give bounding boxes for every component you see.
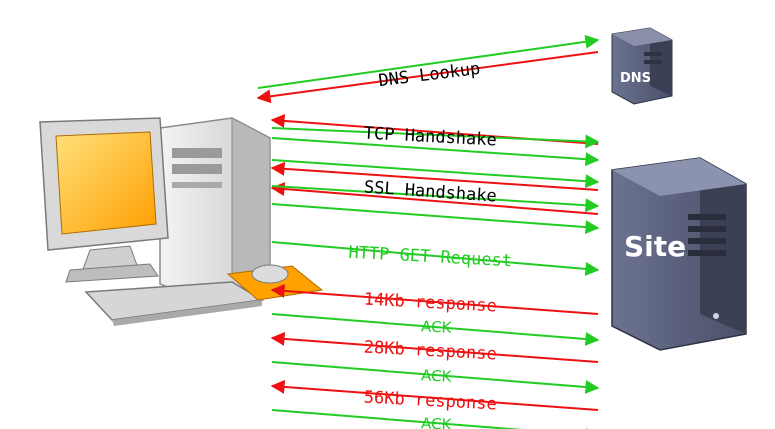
- dns-server-icon: DNS: [611, 27, 673, 105]
- step-ack-3: ACK: [271, 409, 600, 429]
- label-http-get: HTTP GET Request: [348, 243, 513, 272]
- label-response-28kb: 28Kb response: [363, 338, 497, 365]
- label-response-56kb: 56Kb response: [363, 388, 497, 415]
- step-dns-lookup: DNS Lookup: [256, 34, 600, 104]
- label-ack-3: ACK: [421, 414, 453, 429]
- desktop-computer-icon: [39, 117, 324, 326]
- label-response-14kb: 14Kb response: [363, 290, 497, 317]
- step-ssl-handshake: SSL Handshake: [270, 159, 600, 235]
- step-response-14kb: 14Kb response: [270, 283, 599, 317]
- label-ack-2: ACK: [421, 366, 453, 386]
- site-server-icon: Site: [611, 157, 747, 351]
- site-server-label: Site: [624, 230, 686, 263]
- step-ack-1: ACK: [271, 313, 600, 346]
- label-ack-1: ACK: [421, 317, 453, 337]
- step-http-get: HTTP GET Request: [271, 241, 600, 276]
- step-ack-2: ACK: [271, 361, 600, 394]
- dns-server-label: DNS: [620, 71, 651, 86]
- step-tcp-handshake: TCP Handshake: [270, 113, 600, 167]
- step-response-56kb: 56Kb response: [270, 379, 599, 415]
- step-response-28kb: 28Kb response: [270, 331, 599, 365]
